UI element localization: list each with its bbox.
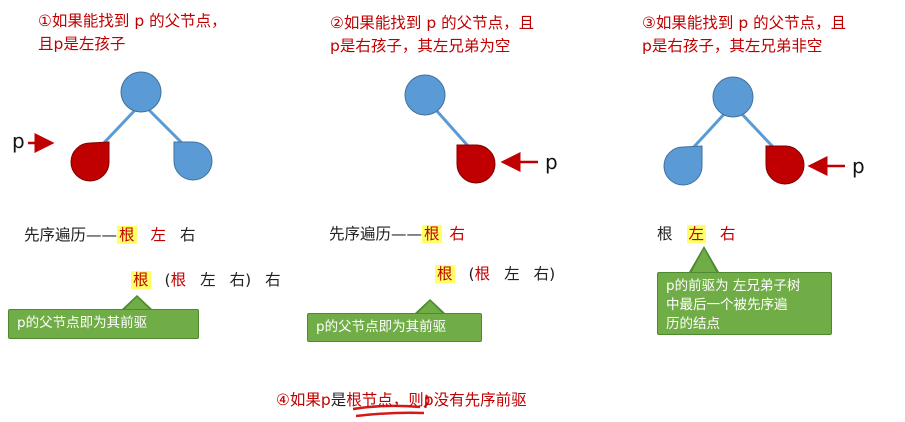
order-right-3: 右 (720, 225, 736, 243)
root-node-2 (404, 74, 446, 116)
left-sibling-node-3 (663, 145, 703, 186)
callout-2: p的父节点即为其前驱 (307, 313, 482, 342)
panel-3-preorder: 根左右 (657, 222, 736, 244)
bottom-prefix: ④如果 (276, 391, 321, 409)
order-left-3: 左 (686, 225, 707, 243)
expanded-open-2: ( (468, 265, 475, 283)
panel-1-title-line1: ①如果能找到 p 的父节点， (38, 12, 227, 30)
bottom-root-node: 根节点 (346, 391, 393, 409)
p-node-right-child-3 (765, 145, 805, 185)
callout-tip-1-fill (123, 297, 151, 311)
p-label-1: p (12, 129, 25, 153)
expanded-inner-left: 左 (200, 271, 216, 289)
comma-scribble (423, 394, 430, 408)
preorder-prefix: 先序遍历—— (24, 226, 118, 244)
panel-2-expanded: 根(根左右) (435, 262, 555, 284)
preorder-prefix-2: 先序遍历—— (329, 225, 423, 243)
callout-3: p的前驱为 左兄弟子树 中最后一个被先序遍 历的结点 (657, 272, 832, 335)
expanded-right: 右 (265, 271, 281, 289)
edge-right-2 (434, 109, 470, 147)
panel-1-title-line2: 且p是左孩子 (38, 35, 126, 53)
panel-2-title: ②如果能找到 p 的父节点，且 p是右孩子，其左兄弟为空 (330, 12, 534, 58)
p-label-2: p (545, 150, 558, 174)
callout-3-line1: p的前驱为 左兄弟子树 (666, 278, 801, 294)
p-label-3: p (852, 154, 865, 178)
callout-1: p的父节点即为其前驱 (8, 309, 199, 339)
panel-3-title-line2: p是右孩子，其左兄弟非空 (642, 37, 823, 55)
expanded-inner-left-2: 左 (504, 265, 520, 283)
bottom-p: p (320, 391, 331, 409)
expanded-open: ( (164, 271, 171, 289)
callout-tip-2-fill (416, 301, 444, 315)
callout-3-line2: 中最后一个被先序遍 (666, 297, 788, 313)
edge-right (145, 106, 187, 148)
expanded-root-2: 根 (435, 265, 455, 283)
edge-left (99, 106, 139, 148)
callout-tip-3-fill (691, 249, 717, 273)
order-root-3: 根 (657, 225, 673, 243)
order-right-2: 右 (449, 225, 466, 243)
root-node-3 (712, 76, 754, 118)
right-child-node (173, 141, 213, 181)
bottom-rest: 则p没有先序前驱 (408, 391, 527, 409)
bottom-comma: ， (392, 391, 409, 409)
order-root: 根 (117, 226, 137, 244)
expanded-inner-right-2: 右) (533, 265, 556, 283)
p-node-left-child (70, 141, 110, 182)
order-root-2: 根 (422, 225, 442, 243)
expanded-inner-root: 根 (170, 271, 187, 289)
expanded-inner-right: 右) (229, 271, 252, 289)
bottom-statement: ④如果p是根节点，则p没有先序前驱 (276, 388, 527, 410)
order-left: 左 (150, 226, 167, 244)
bottom-mid: 是 (330, 391, 347, 409)
order-right: 右 (180, 226, 196, 244)
expanded-inner-root-2: 根 (474, 265, 491, 283)
edge-left-3 (690, 110, 728, 151)
panel-3-title-line1: ③如果能找到 p 的父节点，且 (642, 14, 847, 32)
panel-1-title: ①如果能找到 p 的父节点， 且p是左孩子 (38, 10, 227, 56)
edge-right-3 (738, 110, 777, 151)
callout-3-line3: 历的结点 (666, 316, 720, 332)
underline-scribble-2 (355, 411, 425, 418)
panel-2-preorder: 先序遍历——根右 (329, 222, 465, 244)
panel-1-preorder: 先序遍历——根左右 (24, 223, 196, 245)
panel-3-title: ③如果能找到 p 的父节点，且 p是右孩子，其左兄弟非空 (642, 12, 846, 58)
panel-2-title-line2: p是右孩子，其左兄弟为空 (330, 37, 511, 55)
expanded-root: 根 (131, 271, 151, 289)
panel-2-title-line1: ②如果能找到 p 的父节点，且 (330, 14, 535, 32)
underline-scribble (352, 404, 421, 411)
p-node-right-child-2 (456, 144, 496, 184)
root-node (120, 71, 162, 113)
panel-1-expanded: 根(根左右)右 (131, 268, 281, 290)
